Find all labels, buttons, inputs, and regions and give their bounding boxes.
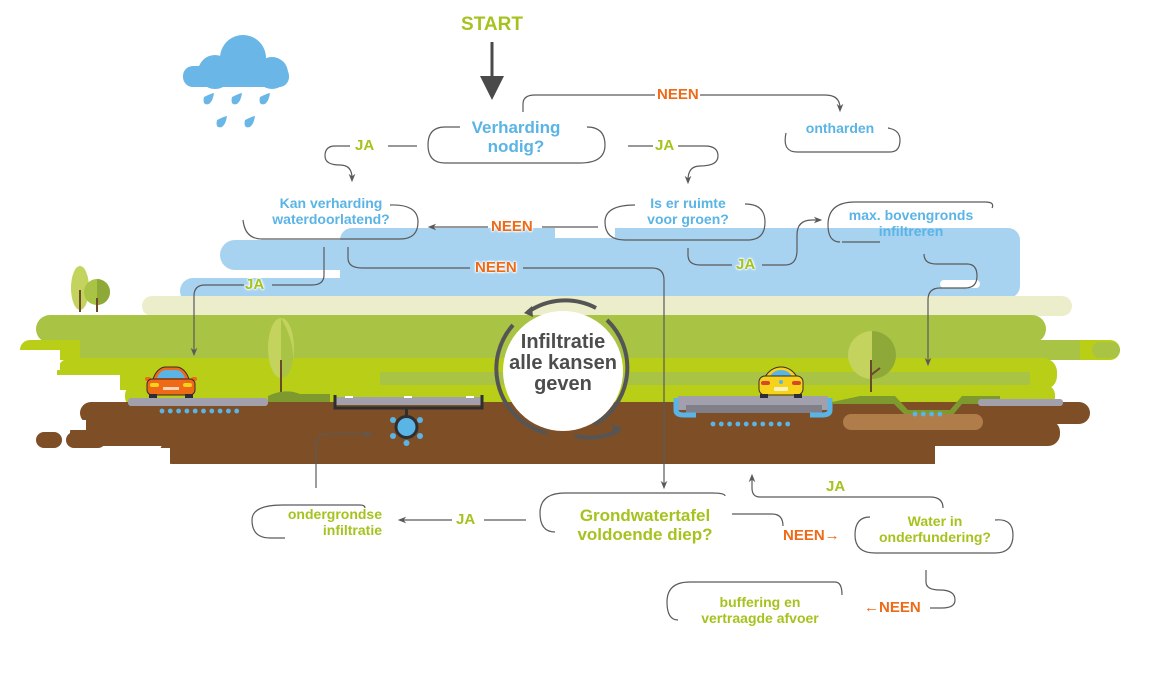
water-drop [760,421,766,427]
node-line: Kan verharding [279,195,383,211]
node-line: ondergrondse [287,506,382,522]
bush [268,391,330,402]
water-drop [743,421,749,427]
cycle-arrows-icon [494,323,548,435]
water-drop [718,421,724,427]
node-line: max. bovengronds [848,207,974,223]
connectors [190,94,978,609]
infiltration-crate-icon [333,395,484,446]
water-drop [184,408,190,414]
node-line: Infiltratie [520,331,606,353]
sky-gap [555,228,615,238]
water-drop [937,411,943,417]
center-circle [494,298,630,440]
water-drop [217,408,223,414]
node-ontharden[interactable]: ontharden [805,120,875,136]
node-line: infiltreren [878,222,944,239]
node-ondergrondse[interactable]: ondergrondse infiltratie [262,506,382,538]
node-buffering[interactable]: buffering en vertraagde afvoer [690,594,830,626]
node-line: onderfundering? [879,528,991,545]
water-drop [752,421,757,427]
water-drop [192,408,198,414]
edge-label-no: NEEN [475,259,517,276]
node-onderfundering[interactable]: Water in onderfundering? [865,513,1005,545]
water-drop [929,411,934,417]
node-line: nodig? [487,137,545,157]
edge-label-yes: JA [736,256,756,273]
node-line: infiltratie [322,521,382,538]
edge-label-yes: JA [655,137,675,154]
node-line: Water in [907,513,963,529]
water-drop [209,408,215,414]
edge-label-no: NEEN [657,86,699,103]
water-drops [912,411,943,417]
node-line: geven [534,373,592,395]
node-line: waterdoorlatend? [272,210,390,227]
water-drop [710,421,716,427]
node-line: Grondwatertafel [579,506,711,525]
node-line: voor groen? [647,210,729,227]
node-outlines [242,126,1014,621]
tree-icon [848,331,896,392]
edge-label-yes: JA [355,137,375,154]
water-drop [768,421,774,427]
car-icon [145,366,197,398]
node-line: alle kansen [509,352,617,374]
water-drop [234,408,240,414]
edge-label-no: NEEN→ [783,527,840,544]
water-drop [201,408,206,414]
water-drop [176,408,182,414]
node-waterdoorlatend[interactable]: Kan verharding waterdoorlatend? [250,195,412,227]
road-edge [978,399,1063,406]
water-drop [777,421,782,427]
node-verharding-nodig[interactable]: Verharding nodig? [450,118,582,156]
water-drop [912,411,918,417]
water-drop [735,421,741,427]
node-line: voldoende diep? [577,525,713,545]
node-line: Is er ruimte [650,195,726,211]
node-ruimte-groen[interactable]: Is er ruimte voor groen? [628,195,748,227]
node-grondwatertafel[interactable]: Grondwatertafel voldoende diep? [560,506,730,544]
water-drop [167,408,173,414]
edge-label-yes: JA [456,511,476,528]
car-icon [758,366,804,398]
tree-icon [268,318,294,394]
soil-gap [0,420,86,430]
water-drop [785,421,791,427]
water-drop [727,421,732,427]
soil-gap [935,446,1150,471]
infiltration-layer [843,414,983,430]
start-label: START [461,14,523,35]
node-bovengronds[interactable]: max. bovengronds infiltreren [836,207,986,239]
node-line: Verharding [471,118,561,137]
node-line: vertraagde afvoer [701,609,819,626]
edge-label-no: ←NEEN [864,599,921,616]
water-drop [159,408,165,414]
edge-label-yes: JA [245,276,265,293]
rain-cloud-icon [183,35,289,128]
start-arrow [480,42,504,100]
soil-gap [0,448,170,468]
pale-band [142,296,1072,316]
water-drop [920,411,926,417]
node-line: buffering en [719,594,801,610]
permeable-pavement [128,398,268,414]
tree-icon [71,266,110,312]
bioswale-road [673,396,833,427]
swale [832,396,1000,416]
edge-label-yes: JA [826,478,846,495]
sky-gap [940,280,980,288]
edge-label-no: NEEN [491,218,533,235]
water-drop [226,408,231,414]
node-center: Infiltratie alle kansen geven [503,332,623,395]
